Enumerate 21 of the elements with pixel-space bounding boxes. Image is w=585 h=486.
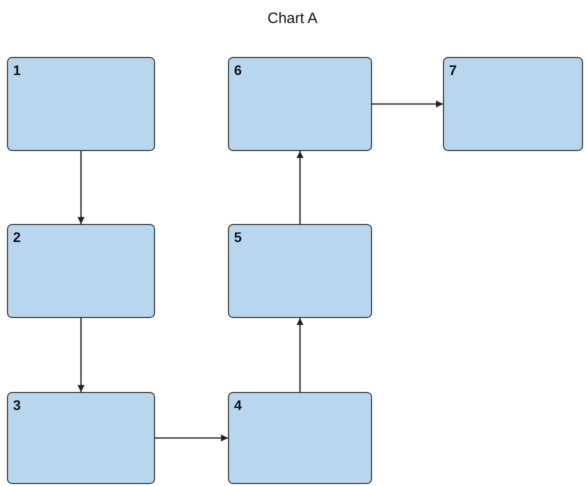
step-number: 5 bbox=[234, 229, 242, 245]
arrow bbox=[78, 151, 84, 224]
arrow bbox=[372, 100, 443, 108]
step-number: 7 bbox=[449, 62, 457, 78]
arrow bbox=[296, 151, 304, 224]
process-box bbox=[228, 57, 372, 151]
process-box bbox=[228, 224, 372, 318]
step-number: 4 bbox=[234, 397, 242, 413]
arrow bbox=[155, 434, 228, 442]
process-box bbox=[443, 57, 583, 151]
step-number: 2 bbox=[13, 229, 21, 245]
chart-title: Chart A bbox=[266, 10, 319, 27]
step-number: 6 bbox=[234, 62, 242, 78]
arrow bbox=[296, 318, 304, 392]
process-box bbox=[7, 392, 155, 484]
process-box bbox=[7, 224, 155, 318]
process-box bbox=[7, 57, 155, 151]
step-number: 1 bbox=[13, 62, 21, 78]
process-box bbox=[228, 392, 372, 484]
arrow bbox=[78, 318, 84, 392]
step-number: 3 bbox=[13, 397, 21, 413]
